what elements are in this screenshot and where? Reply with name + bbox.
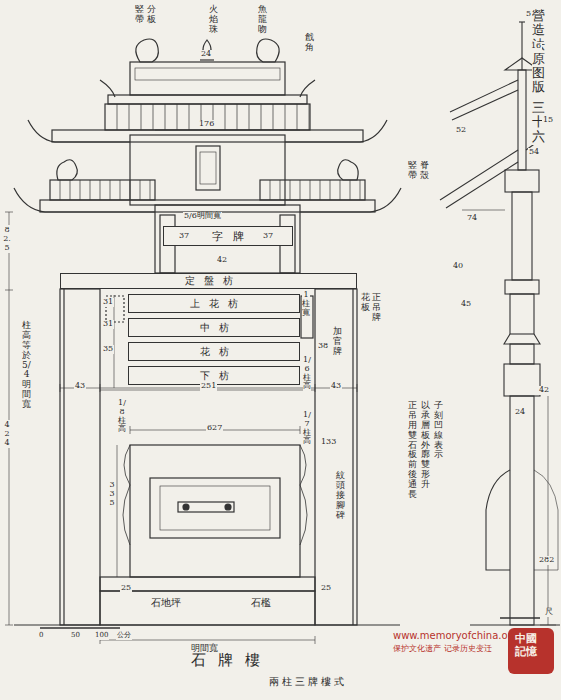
vertical-label: 335 bbox=[108, 480, 116, 508]
panel-text: 下枋 bbox=[191, 369, 238, 383]
dimension-label: 50 bbox=[70, 632, 81, 640]
dimension-label: 74 bbox=[466, 214, 478, 223]
vertical-label: 魚龍吻 bbox=[258, 4, 267, 36]
dimension-label: 5/6明間寬 bbox=[183, 212, 222, 221]
dimension-label: 尺 bbox=[544, 608, 554, 617]
dimension-label: 31 bbox=[102, 298, 114, 307]
dimension-label: 43 bbox=[330, 382, 342, 391]
vertical-label: 加官牌 bbox=[333, 326, 342, 358]
vertical-label: 柱高等於5/4明間寬 bbox=[22, 320, 31, 411]
side-section bbox=[440, 22, 560, 625]
vertical-label: 以承層板外廓雙形升 bbox=[421, 400, 430, 491]
dimension-label: 100 bbox=[94, 632, 109, 640]
vertical-label: 424 bbox=[3, 420, 11, 448]
dimension-label: 627 bbox=[206, 424, 223, 433]
panel-box: 上花枋 bbox=[128, 294, 300, 313]
dimension-label: 43 bbox=[74, 382, 86, 391]
dimension-label: 54 bbox=[528, 148, 540, 157]
dimension-label: 176 bbox=[198, 120, 215, 129]
dimension-label: 38 bbox=[317, 342, 329, 351]
vertical-label: 正吊用雙石板前後通長 bbox=[408, 400, 417, 501]
dimension-label: 37 bbox=[262, 232, 274, 241]
dimension-label: 25 bbox=[120, 584, 132, 593]
dimension-label: 31 bbox=[102, 320, 114, 329]
panel-box: 花枋 bbox=[128, 342, 300, 361]
dimension-label: 25 bbox=[320, 584, 332, 593]
dimension-label: 中國記憶 bbox=[513, 633, 539, 658]
dimension-lines bbox=[5, 130, 357, 644]
vertical-label: 火焰珠 bbox=[209, 4, 218, 36]
panel-text: 上花枋 bbox=[181, 297, 247, 311]
dimension-label: 公分 bbox=[116, 632, 132, 640]
vertical-label: 1柱寬 bbox=[302, 290, 310, 318]
vertical-label: 戧角 bbox=[305, 32, 314, 54]
dimension-label: 37 bbox=[178, 232, 190, 241]
dimension-label: 0 bbox=[38, 632, 44, 640]
dimension-label: 282 bbox=[538, 556, 555, 565]
dimension-label: 133 bbox=[320, 438, 337, 447]
dimension-label: 251 bbox=[200, 382, 217, 391]
dimension-label: 24 bbox=[200, 50, 212, 59]
vertical-label: 營造法原图版 bbox=[532, 8, 545, 96]
dimension-label: 16 bbox=[530, 42, 542, 51]
dimension-label: 保护文化遗产 记录历史变迁 bbox=[392, 645, 493, 654]
dimension-label: 5 bbox=[525, 10, 532, 19]
title: 石牌樓 bbox=[190, 652, 273, 669]
vertical-label: 1/7柱高 bbox=[303, 410, 311, 447]
vertical-label: 1/6柱高 bbox=[303, 355, 311, 392]
vertical-label: 82.5 bbox=[3, 225, 11, 253]
panel-text: 定盤枋 bbox=[176, 274, 242, 288]
dimension-label: 35 bbox=[102, 345, 114, 354]
dimension-label: 42 bbox=[538, 386, 550, 395]
vertical-label: 1/8柱高 bbox=[118, 398, 126, 435]
caption: 兩柱三牌樓式 bbox=[268, 676, 348, 687]
dimension-label: 40 bbox=[452, 262, 464, 271]
vertical-label: 紋頭接腳碑 bbox=[336, 470, 345, 521]
panel-box: 定盤枋 bbox=[60, 273, 357, 289]
dimension-label: 石檻 bbox=[250, 597, 272, 608]
panel-box: 中枋 bbox=[128, 318, 300, 337]
front-elevation bbox=[14, 39, 401, 625]
vertical-label: 花板 bbox=[361, 292, 370, 314]
panel-text: 花枋 bbox=[191, 345, 238, 359]
dimension-label: 42 bbox=[216, 256, 228, 265]
dimension-label: 24 bbox=[514, 408, 526, 417]
dimension-label: 15 bbox=[542, 116, 554, 125]
dimension-label: 52 bbox=[455, 126, 467, 135]
vertical-label: 竪帶 bbox=[135, 4, 144, 26]
dimension-label: www.memoryofchina.org bbox=[392, 630, 519, 641]
panel-text: 字牌 bbox=[202, 229, 254, 244]
vertical-label: 分板 bbox=[147, 4, 156, 26]
dimension-label: 石地坪 bbox=[150, 597, 182, 608]
vertical-label: 正吊牌 bbox=[372, 292, 381, 324]
panel-text: 中枋 bbox=[191, 321, 238, 335]
vertical-label: 竪帶 bbox=[408, 160, 417, 182]
vertical-label: 脊殼 bbox=[420, 160, 429, 182]
railing-bars bbox=[60, 104, 360, 200]
vertical-label: 子刻凹線表示 bbox=[434, 400, 443, 461]
dimension-label: 45 bbox=[460, 300, 472, 309]
